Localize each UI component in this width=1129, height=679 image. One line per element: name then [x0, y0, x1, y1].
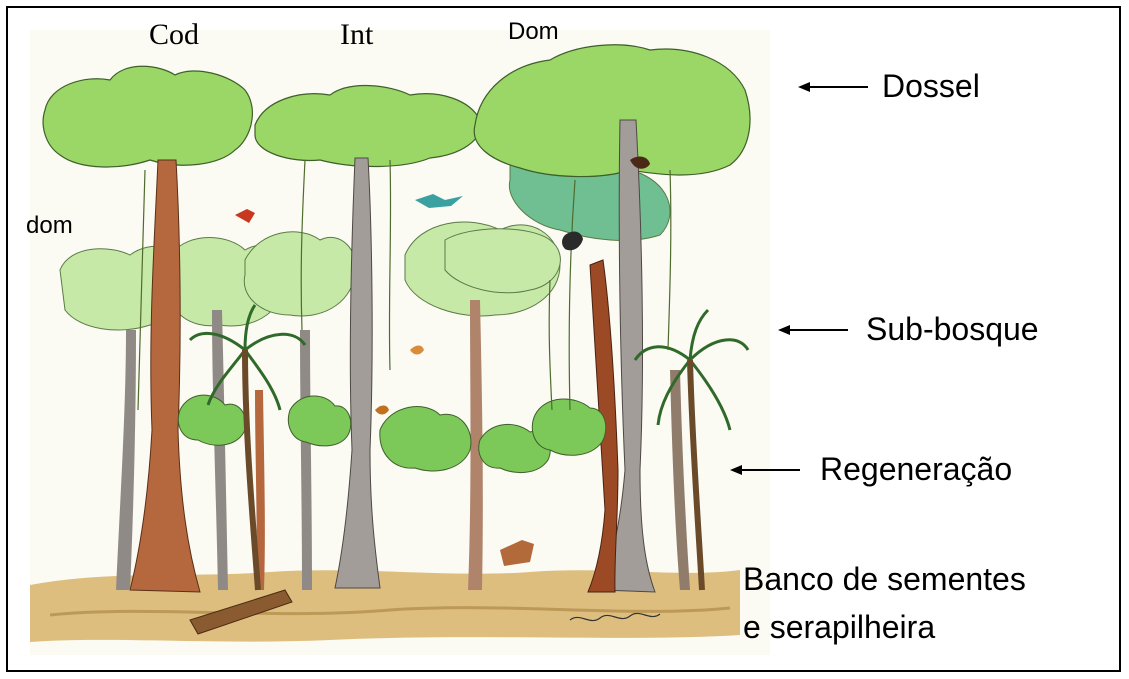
stratum-label-sub-bosque: Sub-bosque	[866, 313, 1039, 345]
intermediate-crown	[255, 86, 481, 167]
stratum-label-regeneracao: Regeneração	[820, 453, 1012, 485]
arrow-regeneracao-icon	[730, 463, 802, 477]
stratum-label-banco-de-sementes: Banco de sementes	[743, 563, 1026, 595]
stratum-label-serapilheira: e serapilheira	[743, 611, 935, 643]
label-intermediate: Int	[340, 20, 373, 50]
stratum-label-dossel: Dossel	[882, 70, 980, 102]
arrow-dossel-icon	[798, 80, 870, 94]
figure-frame: Cod Int Dom dom Dossel Sub-bosque Regene…	[6, 6, 1121, 672]
label-dominant: Dom	[508, 20, 559, 44]
forest-illustration	[30, 30, 770, 655]
arrow-sub-bosque-icon	[778, 323, 850, 337]
label-dominant-side: dom	[26, 214, 73, 238]
label-codominant: Cod	[149, 20, 199, 50]
